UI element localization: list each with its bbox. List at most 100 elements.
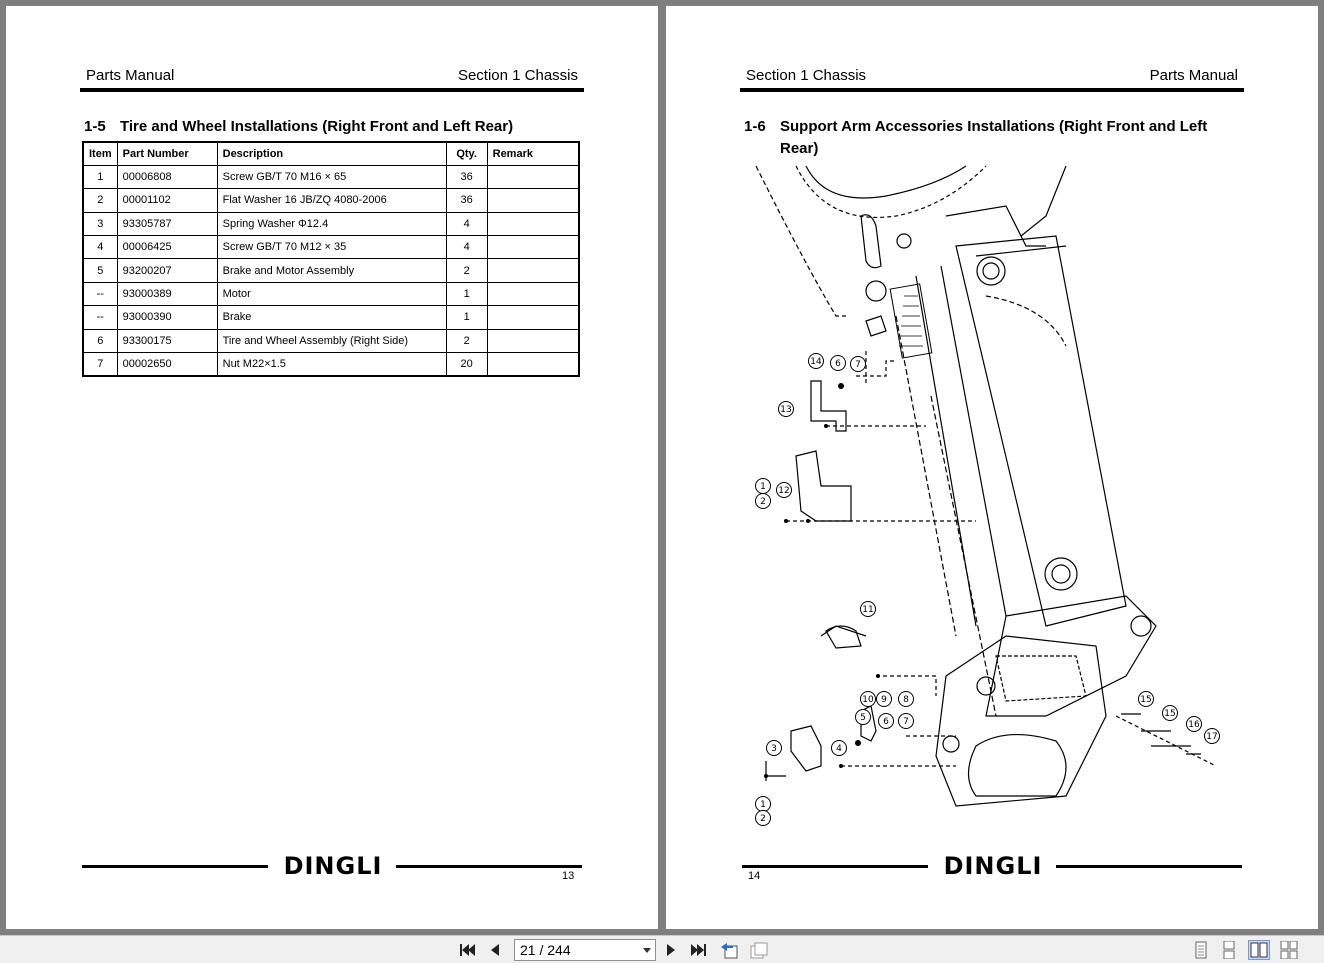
header-right-text: Section 1 Chassis xyxy=(457,67,578,84)
callout-label: 3 xyxy=(771,744,777,754)
first-page-icon[interactable] xyxy=(456,940,478,960)
two-page-icon[interactable] xyxy=(1248,940,1270,960)
cell-description: Flat Washer 16 JB/ZQ 4080-2006 xyxy=(216,188,447,213)
header-right-text: Parts Manual xyxy=(1149,67,1238,84)
callout-balloon xyxy=(1186,716,1202,732)
cell-part-number: 00001102 xyxy=(116,188,218,213)
cell-qty: 1 xyxy=(445,281,488,307)
section-number: 1-5 xyxy=(84,118,106,135)
callout-balloon xyxy=(898,713,914,729)
cell-part-number: 93200207 xyxy=(116,258,218,283)
single-page-icon[interactable] xyxy=(1190,940,1212,960)
cell-part-number: 93000389 xyxy=(116,281,218,307)
header-left-text: Section 1 Chassis xyxy=(746,67,867,84)
section-title-text: Support Arm Accessories Installations (R… xyxy=(780,118,1208,157)
cell-remark xyxy=(486,352,580,377)
page-footer: DINGLI xyxy=(82,852,582,882)
callout-label: 15 xyxy=(1164,709,1175,719)
cell-remark xyxy=(486,235,580,260)
page-header: Parts Manual Section 1 Chassis xyxy=(80,62,584,92)
cell-item: 7 xyxy=(82,352,118,377)
callout-label: 11 xyxy=(862,605,873,615)
callout-balloon xyxy=(778,401,794,417)
callout-balloon xyxy=(850,356,866,372)
cell-description: Tire and Wheel Assembly (Right Side) xyxy=(216,328,447,354)
callout-label: 6 xyxy=(835,359,841,369)
callout-label: 5 xyxy=(860,713,866,723)
callout-balloon xyxy=(808,353,824,369)
cell-item: 6 xyxy=(82,328,118,354)
prev-view-icon[interactable] xyxy=(718,940,740,960)
cell-part-number: 00002650 xyxy=(116,352,218,377)
col-header-item: Item xyxy=(82,141,118,166)
callout-balloon xyxy=(831,740,847,756)
continuous-icon[interactable] xyxy=(1218,940,1240,960)
cell-qty: 2 xyxy=(445,328,488,354)
section-title-text: Tire and Wheel Installations (Right Fron… xyxy=(120,118,514,135)
page-header: Section 1 Chassis Parts Manual xyxy=(740,62,1244,92)
cell-description: Screw GB/T 70 M16 × 65 xyxy=(216,164,447,190)
callout-label: 10 xyxy=(862,695,874,705)
cell-qty: 36 xyxy=(445,188,488,213)
callout-label: 7 xyxy=(855,360,861,370)
page-number: 14 xyxy=(748,870,761,882)
callout-balloon xyxy=(876,691,892,707)
cell-part-number: 93000390 xyxy=(116,305,218,330)
chevron-down-icon[interactable] xyxy=(643,948,651,953)
last-page-icon[interactable] xyxy=(688,940,710,960)
footer-rule-left xyxy=(82,865,268,868)
page-number-input[interactable]: 21 / 244 xyxy=(514,939,656,961)
cell-description: Screw GB/T 70 M12 × 35 xyxy=(216,235,447,260)
callout-label: 14 xyxy=(810,357,822,367)
cell-remark xyxy=(486,281,580,307)
cell-qty: 4 xyxy=(445,211,488,237)
cell-qty: 4 xyxy=(445,235,488,260)
callout-balloon xyxy=(878,713,894,729)
callout-balloon xyxy=(776,482,792,498)
callout-balloon xyxy=(898,691,914,707)
dingli-logo: DINGLI xyxy=(283,852,383,880)
callout-label: 16 xyxy=(1188,720,1200,730)
callout-balloon xyxy=(855,709,871,725)
callout-balloon xyxy=(1162,705,1178,721)
header-left-text: Parts Manual xyxy=(86,67,175,84)
cell-description: Motor xyxy=(216,281,447,307)
col-header-qty: Qty. xyxy=(445,141,488,166)
footer-rule-right xyxy=(396,865,582,868)
cell-part-number: 00006425 xyxy=(116,235,218,260)
callout-label: 9 xyxy=(881,695,887,705)
two-page-continuous-icon[interactable] xyxy=(1278,940,1300,960)
page-footer: DINGLI xyxy=(742,852,1242,882)
next-view-icon[interactable] xyxy=(748,940,770,960)
cell-remark xyxy=(486,211,580,237)
callout-label: 1 xyxy=(760,800,766,810)
cell-description: Brake xyxy=(216,305,447,330)
cell-item: 1 xyxy=(82,164,118,190)
cell-item: 4 xyxy=(82,235,118,260)
callout-balloon xyxy=(860,691,876,707)
cell-description: Nut M22×1.5 xyxy=(216,352,447,377)
page-number: 13 xyxy=(562,870,575,882)
cell-remark xyxy=(486,328,580,354)
callout-label: 2 xyxy=(760,814,766,824)
next-page-icon[interactable] xyxy=(660,940,682,960)
callout-balloon xyxy=(766,740,782,756)
cell-item: 3 xyxy=(82,211,118,237)
callout-label: 7 xyxy=(903,717,909,727)
col-header-remark: Remark xyxy=(486,141,580,166)
page-indicator-text: 21 / 244 xyxy=(520,942,571,958)
section-title: 1-5 Tire and Wheel Installations (Right F… xyxy=(84,116,513,138)
callout-label: 13 xyxy=(780,405,791,415)
prev-page-icon[interactable] xyxy=(484,940,506,960)
callout-balloon xyxy=(860,601,876,617)
